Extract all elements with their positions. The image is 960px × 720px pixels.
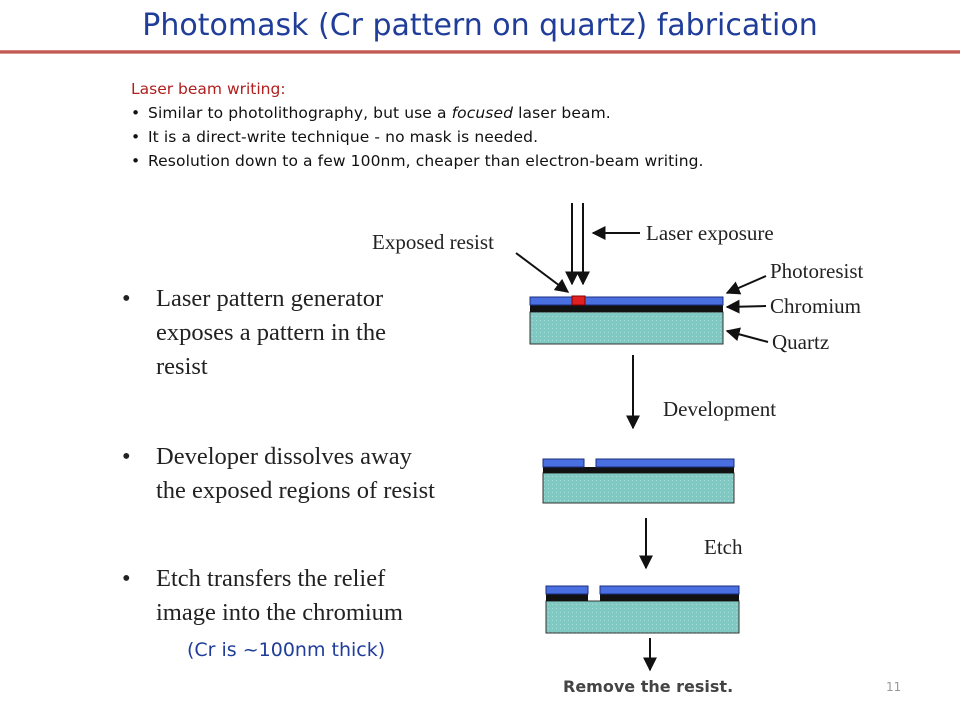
step-line: resist xyxy=(156,353,208,380)
laser-writing-section: Laser beam writing: Similar to photolith… xyxy=(131,80,704,176)
laser-bullet-3: Resolution down to a few 100nm, cheaper … xyxy=(131,152,704,170)
photoresist-layer xyxy=(599,585,740,595)
step-bullet: • xyxy=(122,565,131,592)
chromium-layer xyxy=(600,594,739,601)
step-line: image into the chromium xyxy=(156,599,403,626)
stack-etched xyxy=(545,585,740,634)
title-divider xyxy=(0,50,960,54)
step-line: exposes a pattern in the xyxy=(156,319,386,346)
chromium-layer xyxy=(530,305,723,312)
photoresist-layer xyxy=(545,585,589,595)
laser-bullet-1-emphasis: focused xyxy=(451,104,514,122)
step-bullet: • xyxy=(122,443,131,470)
chromium-layer xyxy=(543,467,734,473)
step-etch-text: Etch transfers the relief image into the… xyxy=(156,562,403,630)
quartz-label: Quartz xyxy=(772,330,829,354)
step-line: Laser pattern generator xyxy=(156,285,384,312)
photoresist-layer xyxy=(595,458,735,468)
step-line: the exposed regions of resist xyxy=(156,477,435,504)
laser-bullet-1-post: laser beam. xyxy=(513,104,611,122)
photoresist-arrow xyxy=(725,275,767,295)
laser-writing-heading: Laser beam writing: xyxy=(131,80,286,98)
remove-resist-label: Remove the resist. xyxy=(563,677,734,696)
photoresist-label: Photoresist xyxy=(770,259,864,283)
quartz-layer xyxy=(542,472,735,504)
stack-developed xyxy=(542,458,735,504)
photoresist-layer xyxy=(542,458,585,468)
etch-label: Etch xyxy=(704,535,743,559)
exposed-resist-arrow xyxy=(515,252,570,293)
step-line: Developer dissolves away xyxy=(156,443,412,470)
photoresist-layer xyxy=(529,296,724,306)
laser-bullet-list: Similar to photolithography, but use a f… xyxy=(131,104,704,170)
quartz-layer xyxy=(545,600,740,634)
step-development-text: Developer dissolves away the exposed reg… xyxy=(156,440,435,508)
laser-exposure-label: Laser exposure xyxy=(646,221,774,245)
chromium-layer xyxy=(546,594,588,601)
laser-bullet-1: Similar to photolithography, but use a f… xyxy=(131,104,704,122)
slide-title: Photomask (Cr pattern on quartz) fabrica… xyxy=(142,8,818,43)
development-label: Development xyxy=(663,397,776,421)
laser-bullet-1-pre: Similar to photolithography, but use a xyxy=(148,104,452,122)
exposed-region xyxy=(571,295,586,306)
page-number: 11 xyxy=(886,680,902,694)
chromium-arrow xyxy=(725,299,767,314)
laser-bullet-2: It is a direct-write technique - no mask… xyxy=(131,128,704,146)
step-exposure-text: Laser pattern generator exposes a patter… xyxy=(156,282,386,384)
step-bullet: • xyxy=(122,285,131,312)
quartz-arrow xyxy=(725,327,769,343)
exposed-resist-label: Exposed resist xyxy=(372,230,494,254)
quartz-layer xyxy=(529,311,724,345)
step-line: Etch transfers the relief xyxy=(156,565,386,592)
chromium-label: Chromium xyxy=(770,294,861,318)
chromium-thickness-note: (Cr is ~100nm thick) xyxy=(187,639,386,661)
stack-exposed xyxy=(529,295,724,345)
